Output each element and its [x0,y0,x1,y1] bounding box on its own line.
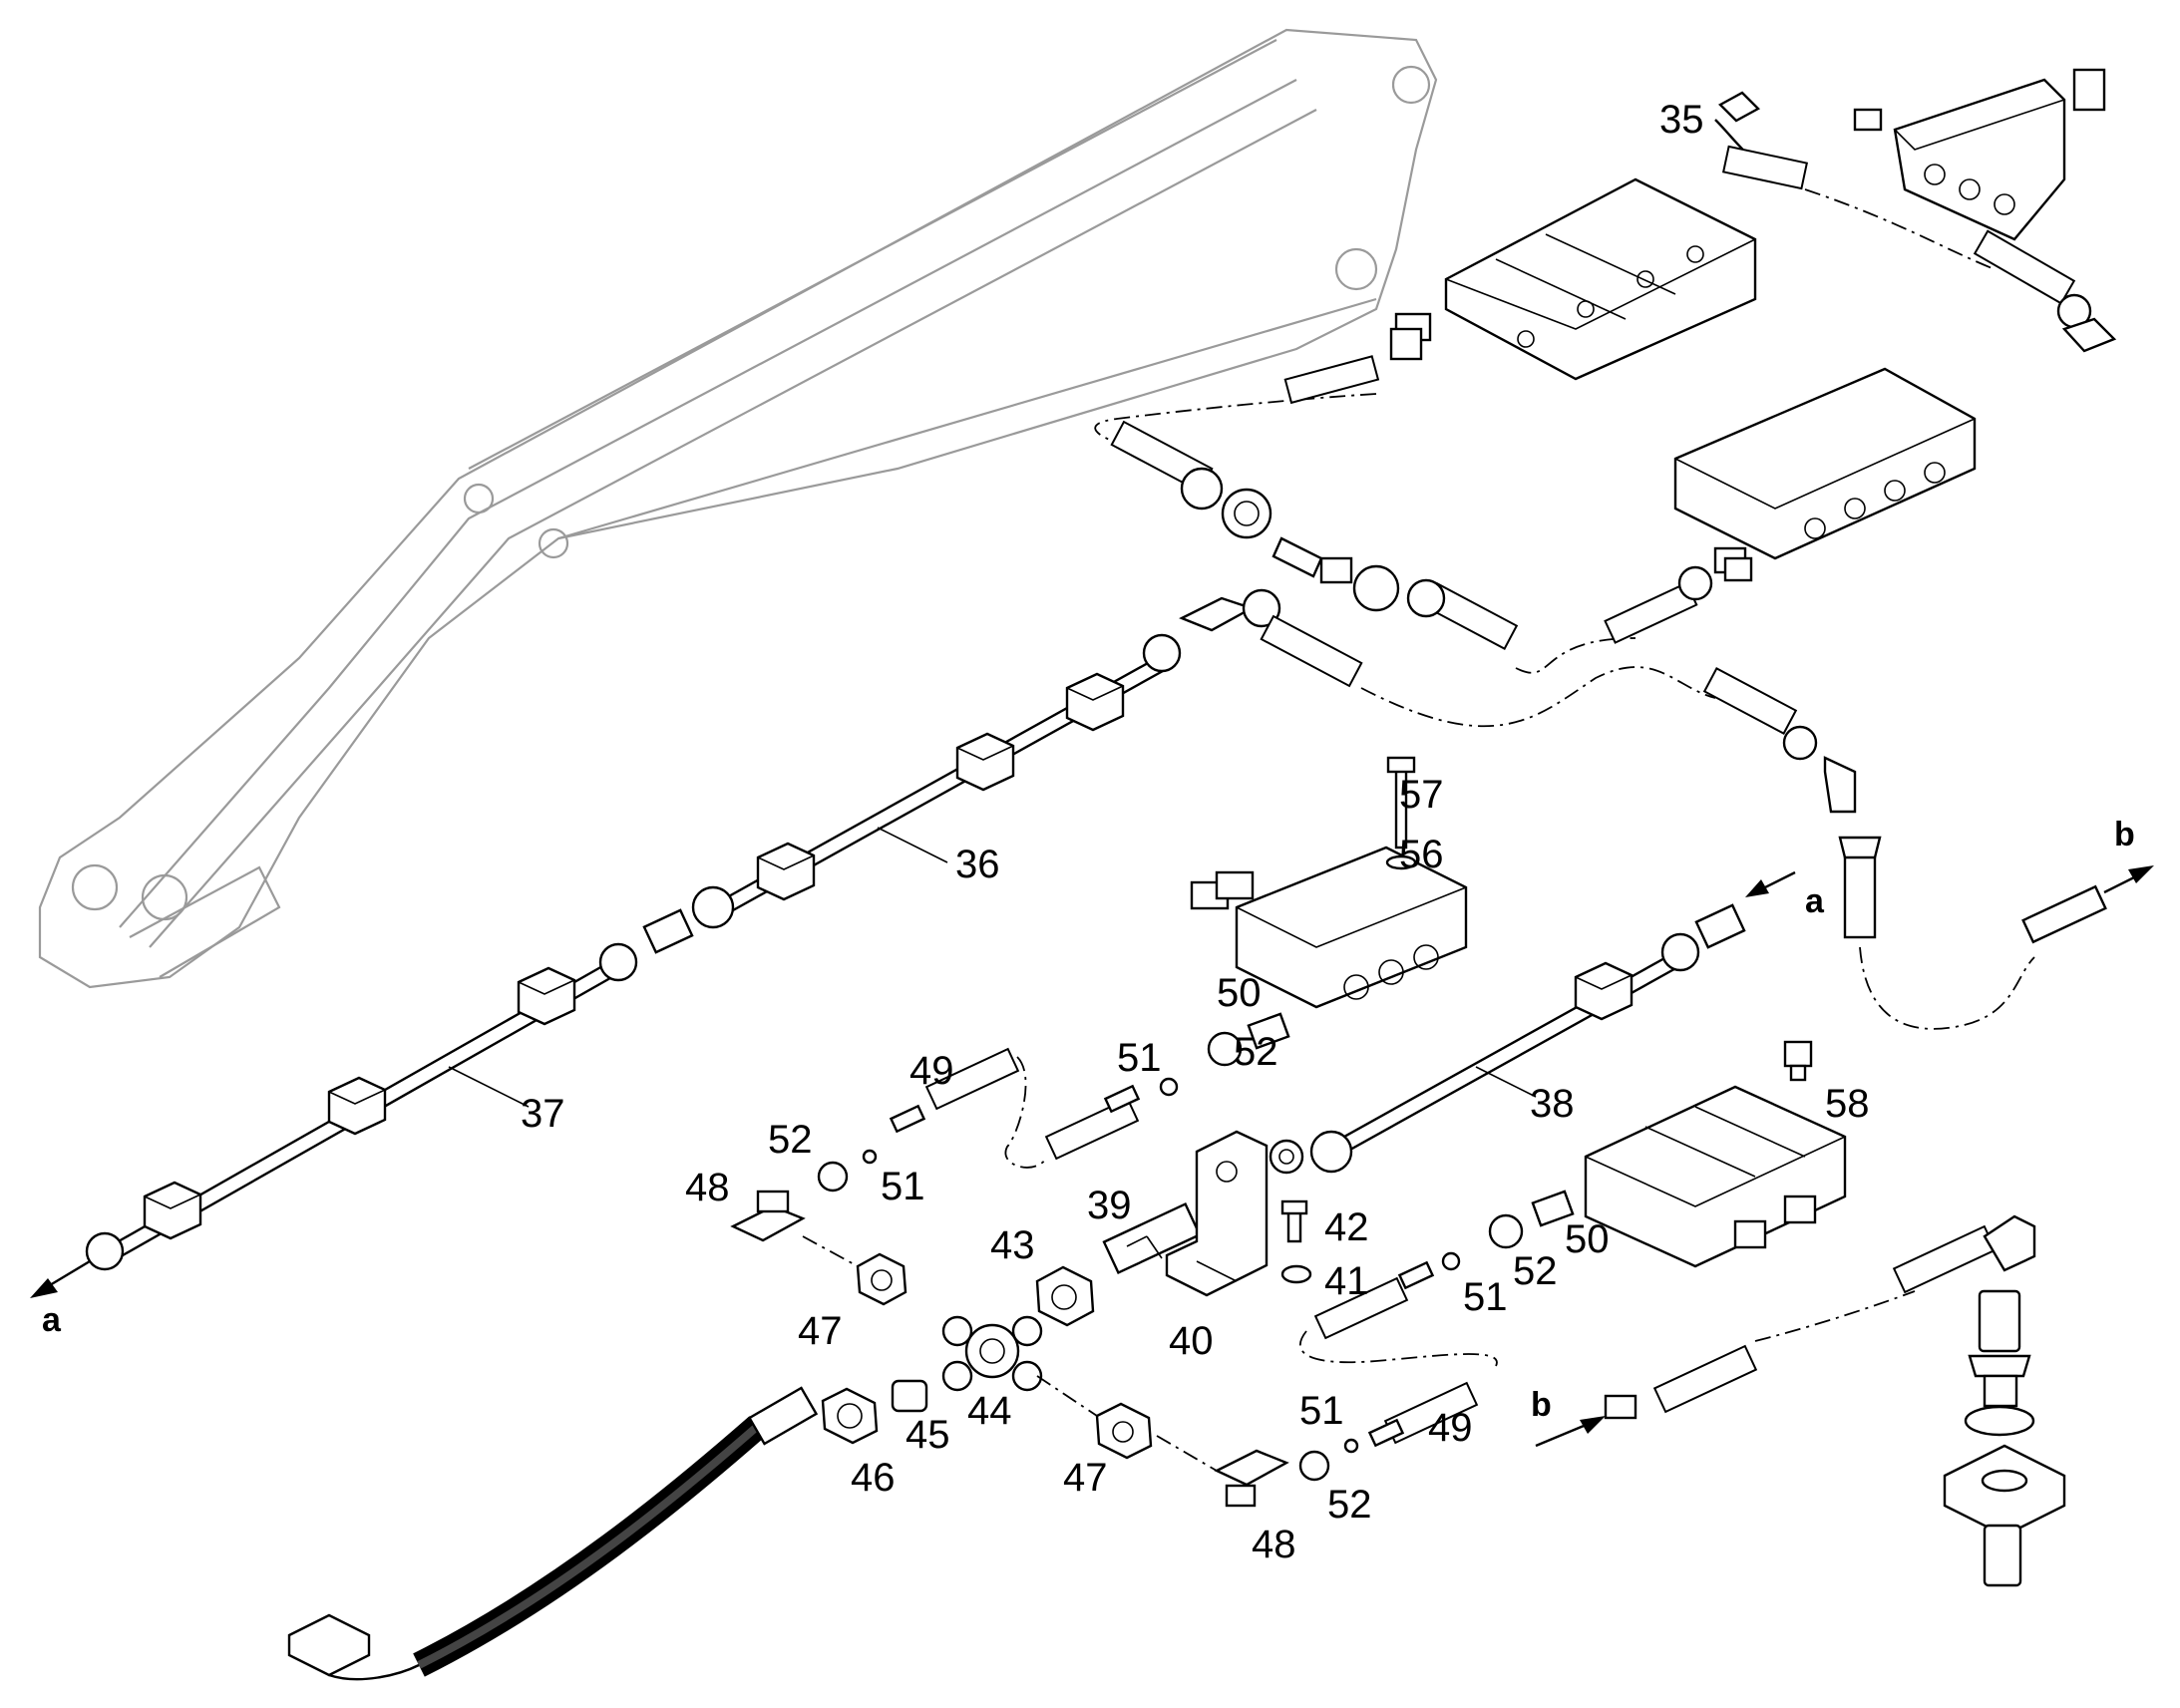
bracket-40 [1165,1130,1269,1297]
excavator-boom [38,28,1438,989]
pipe-clamp [955,732,1015,792]
tee-48-lower [1214,1449,1289,1508]
union-52-top [1207,1031,1243,1067]
nut-bracket [1269,1139,1304,1175]
distributor-block-bottom-right [1584,1085,1847,1268]
label-46: 46 [851,1456,896,1500]
pipe-clamp [756,842,816,901]
label-40: 40 [1169,1319,1214,1363]
connection-arrow-b-right [2021,865,2154,944]
label-49-lower: 49 [1428,1406,1473,1450]
label-47-lower: 47 [1063,1456,1108,1500]
label-56: 56 [1399,833,1444,876]
hydraulic-hose [287,1386,819,1681]
nut-47-lower [1036,1375,1218,1472]
label-38: 38 [1530,1082,1575,1126]
label-37: 37 [521,1092,565,1136]
adapter-50-top [1247,1012,1290,1050]
plug-58 [1783,1040,1813,1082]
label-52-top: 52 [1234,1030,1278,1074]
label-51-left: 51 [881,1165,925,1208]
label-48-top: 48 [685,1166,730,1209]
label-51-lower: 51 [1299,1389,1344,1433]
distributor-block-center [1190,846,1468,1009]
fitting-stack-bottom-right [1943,1289,2066,1587]
bolt-57 [1386,756,1416,850]
connection-arrow-a-mid [1745,870,1796,897]
part-labels: 35 36 37 38 39 40 41 42 43 44 45 46 47 4… [521,98,1870,1566]
pipe-37 [85,942,638,1271]
adapter-50-right [1531,1190,1575,1227]
hose-routing-upper [1094,327,1423,612]
label-52-left: 52 [768,1118,813,1162]
pipe-clamp [1065,672,1125,732]
pipe-36 [642,633,1182,954]
label-36: 36 [955,843,1000,886]
nut-47-top [856,1252,908,1306]
marker-b-bottom: b [1531,1386,1552,1424]
marker-a-mid: a [1805,882,1825,920]
label-58: 58 [1825,1082,1870,1126]
label-49-upper: 49 [909,1049,954,1093]
label-45: 45 [906,1413,950,1457]
label-47-top: 47 [798,1309,843,1353]
hose-49-upper [889,1047,1141,1169]
label-57: 57 [1399,773,1444,817]
hose-49-lower-right [1299,1260,1498,1448]
label-43: 43 [990,1223,1035,1267]
plug-45 [891,1379,928,1413]
label-48-lower: 48 [1252,1523,1296,1566]
union-52-left [817,1161,849,1193]
marker-b-right: b [2114,816,2135,854]
nut-43 [1035,1265,1095,1327]
nut-46 [821,1387,879,1445]
label-52-lower: 52 [1327,1483,1372,1527]
label-44: 44 [967,1389,1012,1433]
ferrule-51-top [1159,1077,1179,1097]
pipe-clamp [1574,961,1634,1021]
pipe-38 [1309,903,1746,1174]
label-51-top: 51 [1117,1036,1162,1080]
hose-35 [1714,91,2117,353]
label-51-right: 51 [1463,1275,1508,1319]
marker-a-left: a [42,1301,62,1339]
label-42: 42 [1324,1205,1369,1249]
pipe-clamp [327,1076,387,1136]
union-52-lower [1298,1450,1330,1482]
connection-arrow-a-left [30,1259,91,1298]
label-35: 35 [1659,98,1704,142]
pipe-clamp [517,966,576,1026]
washer-56 [1385,854,1417,870]
connection-arrow-b-bottom [1535,1214,2036,1448]
label-50-right: 50 [1565,1217,1610,1261]
ferrule-51-left [862,1149,878,1165]
pipe-clamp [143,1181,202,1240]
label-52-right: 52 [1513,1249,1558,1293]
ferrule-51-right [1441,1251,1461,1271]
distributor-block-right [1673,367,1977,574]
label-41: 41 [1324,1259,1369,1303]
ferrule-51-lower [1343,1438,1359,1454]
distributor-block-upper-center [1394,177,1757,381]
distributor-block-top-right [1853,68,2106,241]
washer-41 [1280,1264,1312,1284]
label-50-top: 50 [1217,971,1262,1015]
union-52-right [1488,1213,1524,1249]
hose-routing-middle [1179,556,2035,1030]
screw-42 [1280,1199,1308,1243]
label-39: 39 [1087,1184,1132,1227]
cross-fitting-44 [941,1315,1043,1392]
bulkhead-fitting-39 [1102,1201,1202,1275]
connection-labels: a a b b [42,816,2135,1424]
tee-48-top [730,1190,859,1267]
